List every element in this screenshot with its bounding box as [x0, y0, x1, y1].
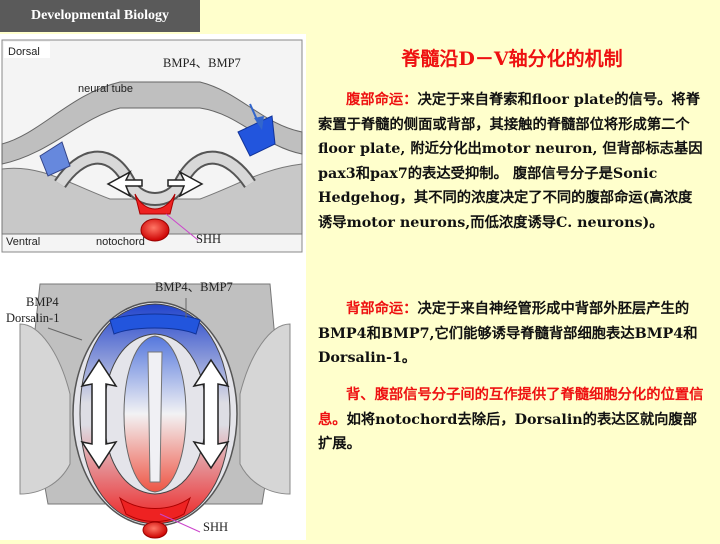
- notochord-label: notochord: [96, 236, 145, 248]
- ventral-fate-paragraph: 腹部命运：决定于来自脊索和floor plate的信号。将脊索置于脊髓的侧面或背…: [318, 88, 704, 235]
- dorsal-fate-label: 背部命运：: [346, 301, 418, 317]
- bottom-shh-label: SHH: [203, 520, 229, 534]
- dorsal-fate-paragraph: 背部命运：决定于来自神经管形成中背部外胚层产生的BMP4和BMP7,它们能够诱导…: [318, 297, 704, 371]
- figure-panel: Dorsal neural tube Ventral notochord: [0, 34, 306, 540]
- interaction-label: 背、腹部信号分子间的互作提供了脊髓细胞分化的位置信息。: [318, 387, 704, 428]
- top-shh-label: SHH: [196, 232, 222, 246]
- course-title-tag: Developmental Biology: [0, 0, 200, 32]
- top-panel: Dorsal neural tube Ventral notochord: [1, 39, 303, 253]
- bottom-bmp4-bmp7-label: BMP4、BMP7: [155, 280, 233, 294]
- ventral-fate-text: 决定于来自脊索和floor plate的信号。将脊索置于脊髓的侧面或背部，其接触…: [318, 92, 703, 231]
- bmp4-label: BMP4: [26, 295, 59, 309]
- dorsalin-1-label: Dorsalin-1: [6, 311, 60, 325]
- interaction-text: 如将notochord去除后，Dorsalin的表达区就向腹部扩展。: [318, 411, 698, 453]
- dorsal-fate-text: 决定于来自神经管形成中背部外胚层产生的BMP4和BMP7,它们能够诱导脊髓背部细…: [318, 301, 698, 366]
- slide-title: 脊髓沿D－V轴分化的机制: [401, 48, 623, 70]
- top-bmp4-bmp7-label: BMP4、BMP7: [163, 56, 241, 70]
- interaction-paragraph: 背、腹部信号分子间的互作提供了脊髓细胞分化的位置信息。如将notochord去除…: [318, 383, 704, 457]
- bottom-panel: [19, 283, 291, 539]
- neural-tube-diagram: Dorsal neural tube Ventral notochord: [1, 39, 303, 539]
- ventral-label: Ventral: [6, 236, 40, 248]
- ventral-fate-label: 腹部命运：: [346, 92, 418, 108]
- neural-tube-label: neural tube: [78, 83, 133, 95]
- dorsal-label: Dorsal: [8, 46, 40, 58]
